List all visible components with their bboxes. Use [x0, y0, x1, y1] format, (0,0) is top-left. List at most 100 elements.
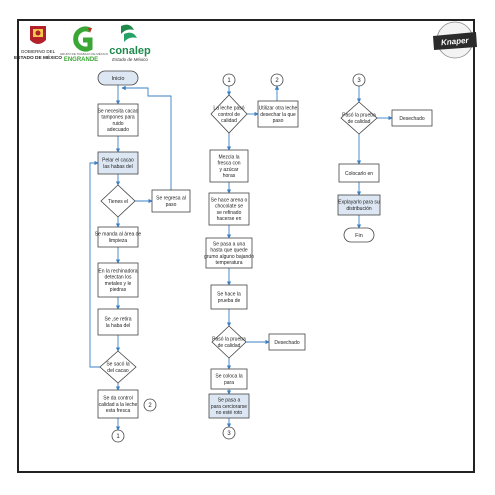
node-c3-step1: Colocarlo en [338, 163, 380, 183]
node-start: Inicio [97, 70, 139, 86]
node-end-shape [343, 227, 375, 243]
brand-badge-text: Knaper [441, 36, 470, 47]
node-c1-step4-shape [97, 262, 139, 298]
node-c2-step3-shape [205, 237, 253, 269]
node-c3-conn-start-shape [352, 73, 366, 87]
node-c2-conn-start-shape [222, 73, 236, 87]
flow-edges [89, 85, 393, 431]
node-text-line: prueba de [218, 298, 241, 304]
node-text-line: metales y le [105, 281, 132, 287]
gov-logo-line2: ESTADO DE MÉXICO [14, 53, 62, 61]
node-c1-side1-shape [151, 189, 191, 213]
conalep-icon [121, 24, 137, 42]
node-text-line: Se coloca la [215, 374, 242, 380]
node-text-line: piedras [110, 287, 127, 293]
node-text-line: temperatura [216, 260, 243, 266]
node-text-line: hasta que quede [210, 248, 247, 254]
gov-shield-icon [30, 26, 46, 44]
node-c1-conn-end-label: 1 [116, 434, 120, 440]
node-c1-dec1: Tienes el [100, 184, 136, 218]
node-c2-step5-shape [210, 368, 248, 390]
node-text-line: paso [166, 202, 177, 208]
g-logo-icon [73, 26, 93, 52]
node-text-line: Se ,se retira [105, 317, 132, 323]
node-c3-side1-shape [391, 109, 433, 127]
node-c2-conn-side-label: 2 [275, 78, 279, 84]
node-text-line: Explayarlo para su [338, 200, 380, 206]
gov-logo-line1: GOBIERNO DEL [21, 49, 56, 54]
node-c3-dec1-shape [340, 101, 378, 135]
node-text-line: control de [218, 112, 240, 118]
node-text-line: La leche pasó [213, 106, 244, 112]
node-text-line: Tienes el [108, 199, 128, 205]
node-text-line: detectan los [105, 275, 132, 281]
node-c2-side1-shape [257, 100, 299, 128]
conalep-title: conalep [109, 45, 151, 57]
flow-arrow [121, 85, 172, 190]
node-text-line: Se regresa al [156, 196, 186, 202]
node-c1-conn-side-shape [143, 398, 157, 412]
node-text-line: Se necesita cacao [98, 108, 139, 114]
node-text-line: Se sacó la [106, 362, 130, 368]
node-text-line: chocolate se [215, 204, 243, 210]
flow-arrow [89, 160, 100, 368]
node-text-line: Mezcla la [218, 154, 239, 160]
node-text-line: Pelar el cacao [102, 158, 134, 164]
node-c2-side2-shape [268, 333, 306, 351]
g-logo-small: GRUPO DE TRABAJO DE MÉXICO [60, 51, 109, 56]
node-c2-conn-start: 1 [222, 73, 236, 87]
node-text-line: Utilizar otra leche [259, 106, 298, 112]
node-c2-conn-side: 2 [270, 73, 284, 87]
node-c2-dec1-shape [210, 94, 248, 134]
node-c1-step1-shape [97, 103, 139, 137]
node-text-line: grumo alguno bajando [204, 254, 254, 260]
node-c1-step6-shape [97, 389, 139, 419]
node-text-line: fresca con [217, 161, 240, 167]
node-text-line: Desechado [274, 340, 300, 346]
node-text-line: para cerciorarse [211, 404, 247, 410]
node-text-line: desechar la que [260, 112, 296, 118]
conalep-sub: Estado de México [112, 57, 148, 62]
node-text-line: Pasó la prueba [212, 337, 246, 343]
node-text-line: Pasó la prueba [342, 113, 376, 119]
node-text-line: Colocarlo en [345, 171, 373, 177]
node-text-line: adecuado [107, 127, 129, 133]
node-c1-step2-shape [97, 151, 139, 175]
node-c2-side2: Desechado [268, 333, 306, 351]
node-text-line: Se pasa a una [213, 241, 245, 247]
node-text-line: limpieza [109, 238, 128, 244]
node-c2-conn-side-shape [270, 73, 284, 87]
node-text-line: hacerse en [217, 216, 242, 222]
node-text-line: Se manda al área de [95, 232, 142, 238]
node-c1-conn-side-label: 2 [148, 403, 152, 409]
node-text-line: esta fresca [106, 408, 131, 414]
node-text-line: tampones para [101, 115, 135, 121]
node-c3-conn-start-label: 3 [357, 78, 361, 84]
node-text-line: Se da control [103, 396, 132, 402]
node-c1-conn-side: 2 [143, 398, 157, 412]
node-c1-step3-shape [97, 226, 139, 248]
node-c2-step4-shape [210, 284, 248, 310]
brand-badge: Knaper [433, 21, 477, 59]
node-c1-dec1-shape [100, 184, 136, 218]
node-c1-dec2-shape [99, 350, 137, 384]
node-text-line: ruido [112, 121, 123, 127]
node-text-line: las habas del [103, 164, 132, 170]
node-text-line: del cacao [107, 368, 129, 374]
node-c3-side1: Desechado [391, 109, 433, 127]
